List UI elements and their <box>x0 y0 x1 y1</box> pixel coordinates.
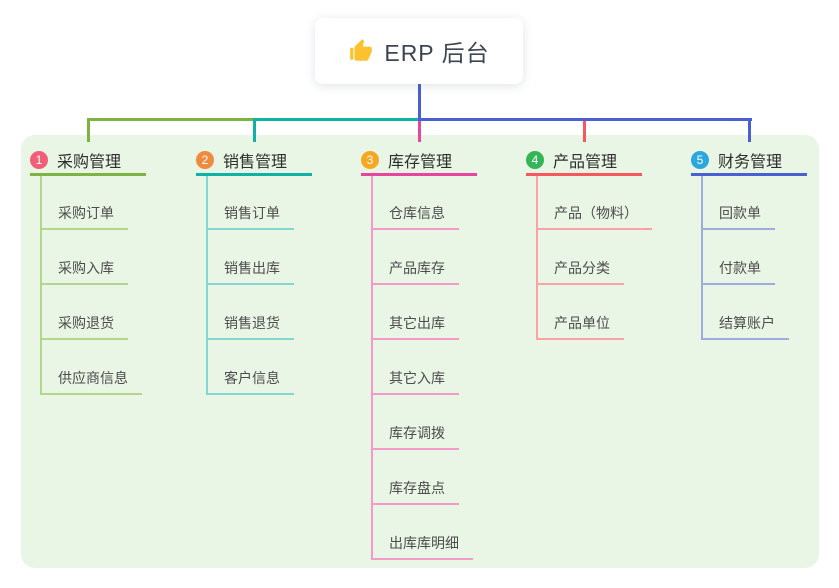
child-label: 产品分类 <box>554 260 610 276</box>
connector-drop-branch5 <box>748 118 751 142</box>
branch-underline-2 <box>196 173 312 176</box>
child-label: 产品（物料） <box>554 205 638 221</box>
branch-underline-5 <box>691 173 807 176</box>
branch-badge: 3 <box>361 151 379 169</box>
child-label: 销售订单 <box>224 205 280 221</box>
child-node[interactable]: 产品库存 <box>371 253 459 285</box>
child-label: 其它入库 <box>389 370 445 386</box>
child-label: 供应商信息 <box>58 370 128 386</box>
child-label: 仓库信息 <box>389 205 445 221</box>
child-label: 产品库存 <box>389 260 445 276</box>
branch-label: 销售管理 <box>223 154 288 171</box>
child-node[interactable]: 库存调拨 <box>371 418 459 450</box>
connector-drop-branch2 <box>253 118 256 142</box>
child-node[interactable]: 产品单位 <box>536 308 624 340</box>
child-label: 出库库明细 <box>389 535 459 551</box>
branch-badge: 4 <box>526 151 544 169</box>
branch-trunk-2 <box>206 176 208 395</box>
branch-node-3[interactable]: 3 库存管理 <box>361 147 452 173</box>
child-node[interactable]: 结算账户 <box>701 308 789 340</box>
child-node[interactable]: 付款单 <box>701 253 775 285</box>
child-label: 其它出库 <box>389 315 445 331</box>
connector-horizontal-branch1 <box>88 118 254 121</box>
branch-underline-3 <box>361 173 477 176</box>
child-label: 采购退货 <box>58 315 114 331</box>
child-node[interactable]: 出库库明细 <box>371 528 473 560</box>
child-label: 回款单 <box>719 205 761 221</box>
child-label: 结算账户 <box>719 315 775 331</box>
connector-drop-branch4 <box>583 121 586 142</box>
thumbs-up-icon <box>348 38 374 64</box>
branches-panel <box>21 135 819 568</box>
connector-drop-branch3 <box>418 121 421 142</box>
child-label: 库存盘点 <box>389 480 445 496</box>
branch-trunk-4 <box>536 176 538 340</box>
child-label: 产品单位 <box>554 315 610 331</box>
branch-label: 财务管理 <box>718 154 783 171</box>
connector-root-stem <box>418 84 421 121</box>
child-node[interactable]: 销售退货 <box>206 308 294 340</box>
connector-horizontal-branch2 <box>254 118 419 121</box>
root-title: ERP 后台 <box>384 40 490 66</box>
child-node[interactable]: 产品分类 <box>536 253 624 285</box>
child-label: 销售出库 <box>224 260 280 276</box>
branch-badge: 5 <box>691 151 709 169</box>
connector-drop-branch1 <box>87 118 90 142</box>
branch-underline-1 <box>30 173 146 176</box>
child-node[interactable]: 供应商信息 <box>40 363 142 395</box>
branch-node-4[interactable]: 4 产品管理 <box>526 147 617 173</box>
branch-label: 产品管理 <box>553 154 618 171</box>
child-label: 采购入库 <box>58 260 114 276</box>
child-node[interactable]: 产品（物料） <box>536 198 652 230</box>
connector-horizontal-branch5 <box>419 118 752 121</box>
child-node[interactable]: 仓库信息 <box>371 198 459 230</box>
branch-underline-4 <box>526 173 642 176</box>
child-node[interactable]: 采购订单 <box>40 198 128 230</box>
child-node[interactable]: 库存盘点 <box>371 473 459 505</box>
child-node[interactable]: 其它出库 <box>371 308 459 340</box>
branch-node-2[interactable]: 2 销售管理 <box>196 147 287 173</box>
child-node[interactable]: 销售出库 <box>206 253 294 285</box>
root-node[interactable]: ERP 后台 <box>315 18 523 84</box>
child-node[interactable]: 采购退货 <box>40 308 128 340</box>
branch-badge: 1 <box>30 151 48 169</box>
child-node[interactable]: 客户信息 <box>206 363 294 395</box>
branch-trunk-5 <box>701 176 703 340</box>
child-node[interactable]: 回款单 <box>701 198 775 230</box>
branch-label: 库存管理 <box>388 154 453 171</box>
branch-trunk-3 <box>371 176 373 560</box>
branch-node-5[interactable]: 5 财务管理 <box>691 147 782 173</box>
child-label: 库存调拨 <box>389 425 445 441</box>
branch-node-1[interactable]: 1 采购管理 <box>30 147 121 173</box>
child-label: 销售退货 <box>224 315 280 331</box>
branch-badge: 2 <box>196 151 214 169</box>
child-node[interactable]: 其它入库 <box>371 363 459 395</box>
child-node[interactable]: 销售订单 <box>206 198 294 230</box>
branch-trunk-1 <box>40 176 42 395</box>
child-node[interactable]: 采购入库 <box>40 253 128 285</box>
child-label: 客户信息 <box>224 370 280 386</box>
branch-label: 采购管理 <box>57 154 122 171</box>
child-label: 付款单 <box>719 260 761 276</box>
child-label: 采购订单 <box>58 205 114 221</box>
